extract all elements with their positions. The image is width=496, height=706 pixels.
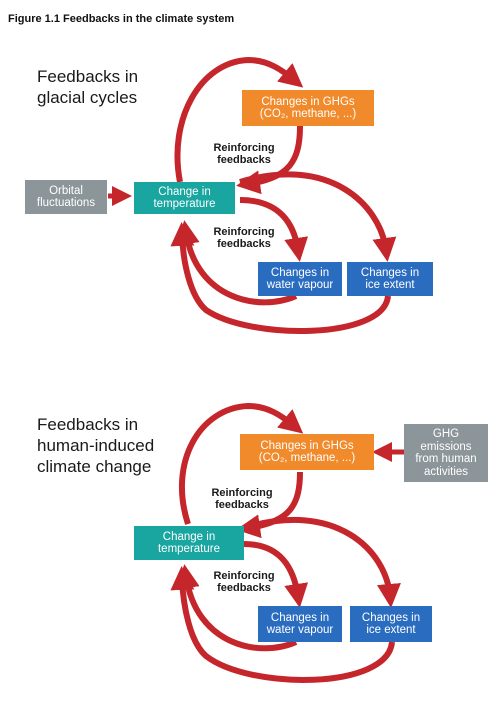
ice-extent-box-human: Changes in ice extent [350, 606, 432, 642]
arrow-temperature-to-ice-extent-human [243, 516, 401, 608]
box-line: from human [415, 453, 477, 465]
label-line: Reinforcing [213, 570, 275, 582]
box-line: GHG [432, 428, 460, 440]
box-line: (CO₂, methane, ...) [258, 452, 356, 464]
box-line: Changes in GHGs [261, 95, 355, 108]
box-line: ice extent [366, 624, 416, 636]
label-line: Reinforcing [211, 487, 273, 499]
heading-line: human-induced [37, 436, 155, 455]
box-line: Change in [158, 185, 211, 198]
arrow-temperature-to-ice-extent [239, 171, 397, 262]
heading-line: glacial cycles [37, 88, 138, 107]
label-line: feedbacks [215, 499, 269, 511]
heading-line: climate change [37, 457, 152, 476]
label-line: feedbacks [217, 238, 271, 250]
temperature-box: Change in temperature [134, 182, 235, 214]
box-line: (CO₂, methane, ...) [259, 108, 357, 120]
human-arrow-group [170, 402, 404, 683]
box-line: Change in [162, 530, 216, 543]
box-line: ice extent [365, 279, 415, 291]
ice-extent-box: Changes in ice extent [347, 262, 433, 296]
label-line: Reinforcing [213, 226, 275, 238]
arrow-ghg-to-temperature [236, 125, 303, 195]
reinforcing-feedbacks-label-upper-human: Reinforcing feedbacks [204, 487, 280, 511]
human-panel-heading: Feedbacks in human-induced climate chang… [37, 414, 154, 477]
water-vapour-box: Changes in water vapour [258, 262, 342, 296]
box-line: temperature [157, 543, 220, 555]
heading-line: Feedbacks in [37, 415, 139, 434]
box-line: Changes in [270, 266, 330, 279]
box-line: Changes in [361, 611, 421, 624]
ghg-emissions-box: GHG emissions from human activities [404, 424, 488, 482]
box-line: Changes in [360, 266, 420, 279]
box-line: fluctuations [36, 197, 96, 209]
reinforcing-feedbacks-label-lower-human: Reinforcing feedbacks [206, 570, 282, 594]
box-line: Changes in [270, 611, 330, 624]
glacial-arrow-group [108, 56, 397, 334]
reinforcing-feedbacks-label-upper: Reinforcing feedbacks [206, 142, 282, 166]
reinforcing-feedbacks-label-lower: Reinforcing feedbacks [206, 226, 282, 250]
arrow-water-vapour-to-temperature [175, 220, 298, 306]
box-line: Orbital [49, 184, 83, 197]
arrow-temperature-to-water-vapour [239, 197, 309, 262]
box-line: temperature [153, 198, 216, 210]
arrow-ice-extent-to-temperature [170, 222, 391, 334]
figure-title: Figure 1.1 Feedbacks in the climate syst… [8, 13, 235, 25]
ghg-changes-box: Changes in GHGs (CO₂, methane, ...) [242, 90, 374, 126]
arrow-temperature-to-water-vapour-human [243, 541, 309, 608]
box-line: emissions [420, 440, 472, 453]
arrow-ice-extent-to-temperature-human [170, 566, 395, 683]
glacial-panel-heading: Feedbacks in glacial cycles [37, 66, 138, 108]
label-line: Reinforcing [213, 142, 275, 154]
box-line: water vapour [266, 279, 334, 291]
ghg-changes-box-human: Changes in GHGs (CO₂, methane, ...) [240, 434, 374, 470]
arrow-temperature-to-ghg [174, 56, 304, 183]
arrow-water-vapour-to-temperature-human [175, 564, 298, 652]
orbital-fluctuations-box: Orbital fluctuations [25, 180, 107, 214]
arrow-temperature-to-ghg-human [178, 402, 304, 525]
box-line: water vapour [266, 624, 334, 636]
heading-line: Feedbacks in [37, 67, 139, 86]
water-vapour-box-human: Changes in water vapour [258, 606, 342, 642]
box-line: Changes in GHGs [260, 439, 354, 452]
label-line: feedbacks [217, 154, 271, 166]
temperature-box-human: Change in temperature [134, 526, 244, 560]
box-line: activities [423, 465, 469, 478]
label-line: feedbacks [217, 582, 271, 594]
